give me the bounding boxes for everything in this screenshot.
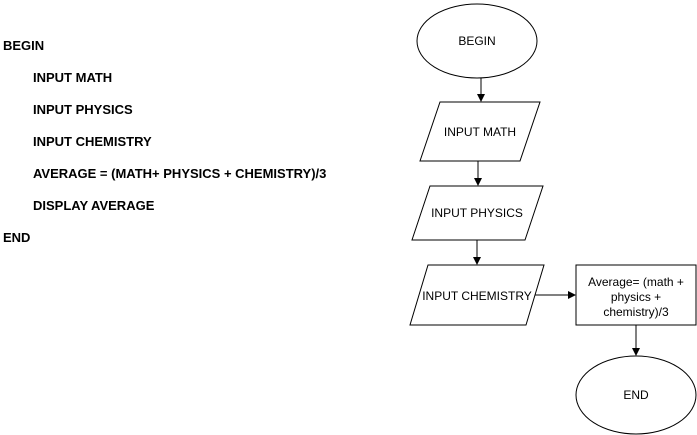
- input-math-label: INPUT MATH: [444, 125, 516, 139]
- pseudocode-begin: BEGIN: [3, 38, 45, 53]
- begin-node: BEGIN: [416, 3, 538, 79]
- input-physics-node: INPUT PHYSICS: [411, 185, 544, 241]
- average-process-node: Average= (math + physics + chemistry)/3: [575, 264, 697, 326]
- end-node-label: END: [623, 388, 649, 402]
- pseudocode-end: END: [3, 230, 31, 245]
- pseudocode-display-average: DISPLAY AVERAGE: [33, 198, 155, 213]
- pseudocode-input-math: INPUT MATH: [33, 70, 113, 85]
- input-math-node: INPUT MATH: [419, 101, 541, 162]
- average-label-line-1: Average= (math +: [588, 275, 684, 289]
- average-label-line-3: chemistry)/3: [603, 305, 669, 319]
- average-label-line-2: physics +: [611, 290, 661, 304]
- input-physics-label: INPUT PHYSICS: [431, 206, 523, 220]
- input-chemistry-node: INPUT CHEMISTRY: [409, 264, 545, 326]
- pseudocode-input-chemistry: INPUT CHEMISTRY: [33, 134, 152, 149]
- pseudocode-input-physics: INPUT PHYSICS: [33, 102, 133, 117]
- input-chemistry-label: INPUT CHEMISTRY: [422, 289, 532, 303]
- begin-node-label: BEGIN: [458, 34, 495, 48]
- pseudocode-average: AVERAGE = (MATH+ PHYSICS + CHEMISTRY)/3: [33, 166, 327, 181]
- end-node: END: [575, 355, 697, 435]
- pseudocode-panel: BEGIN INPUT MATH INPUT PHYSICS INPUT CHE…: [3, 38, 327, 245]
